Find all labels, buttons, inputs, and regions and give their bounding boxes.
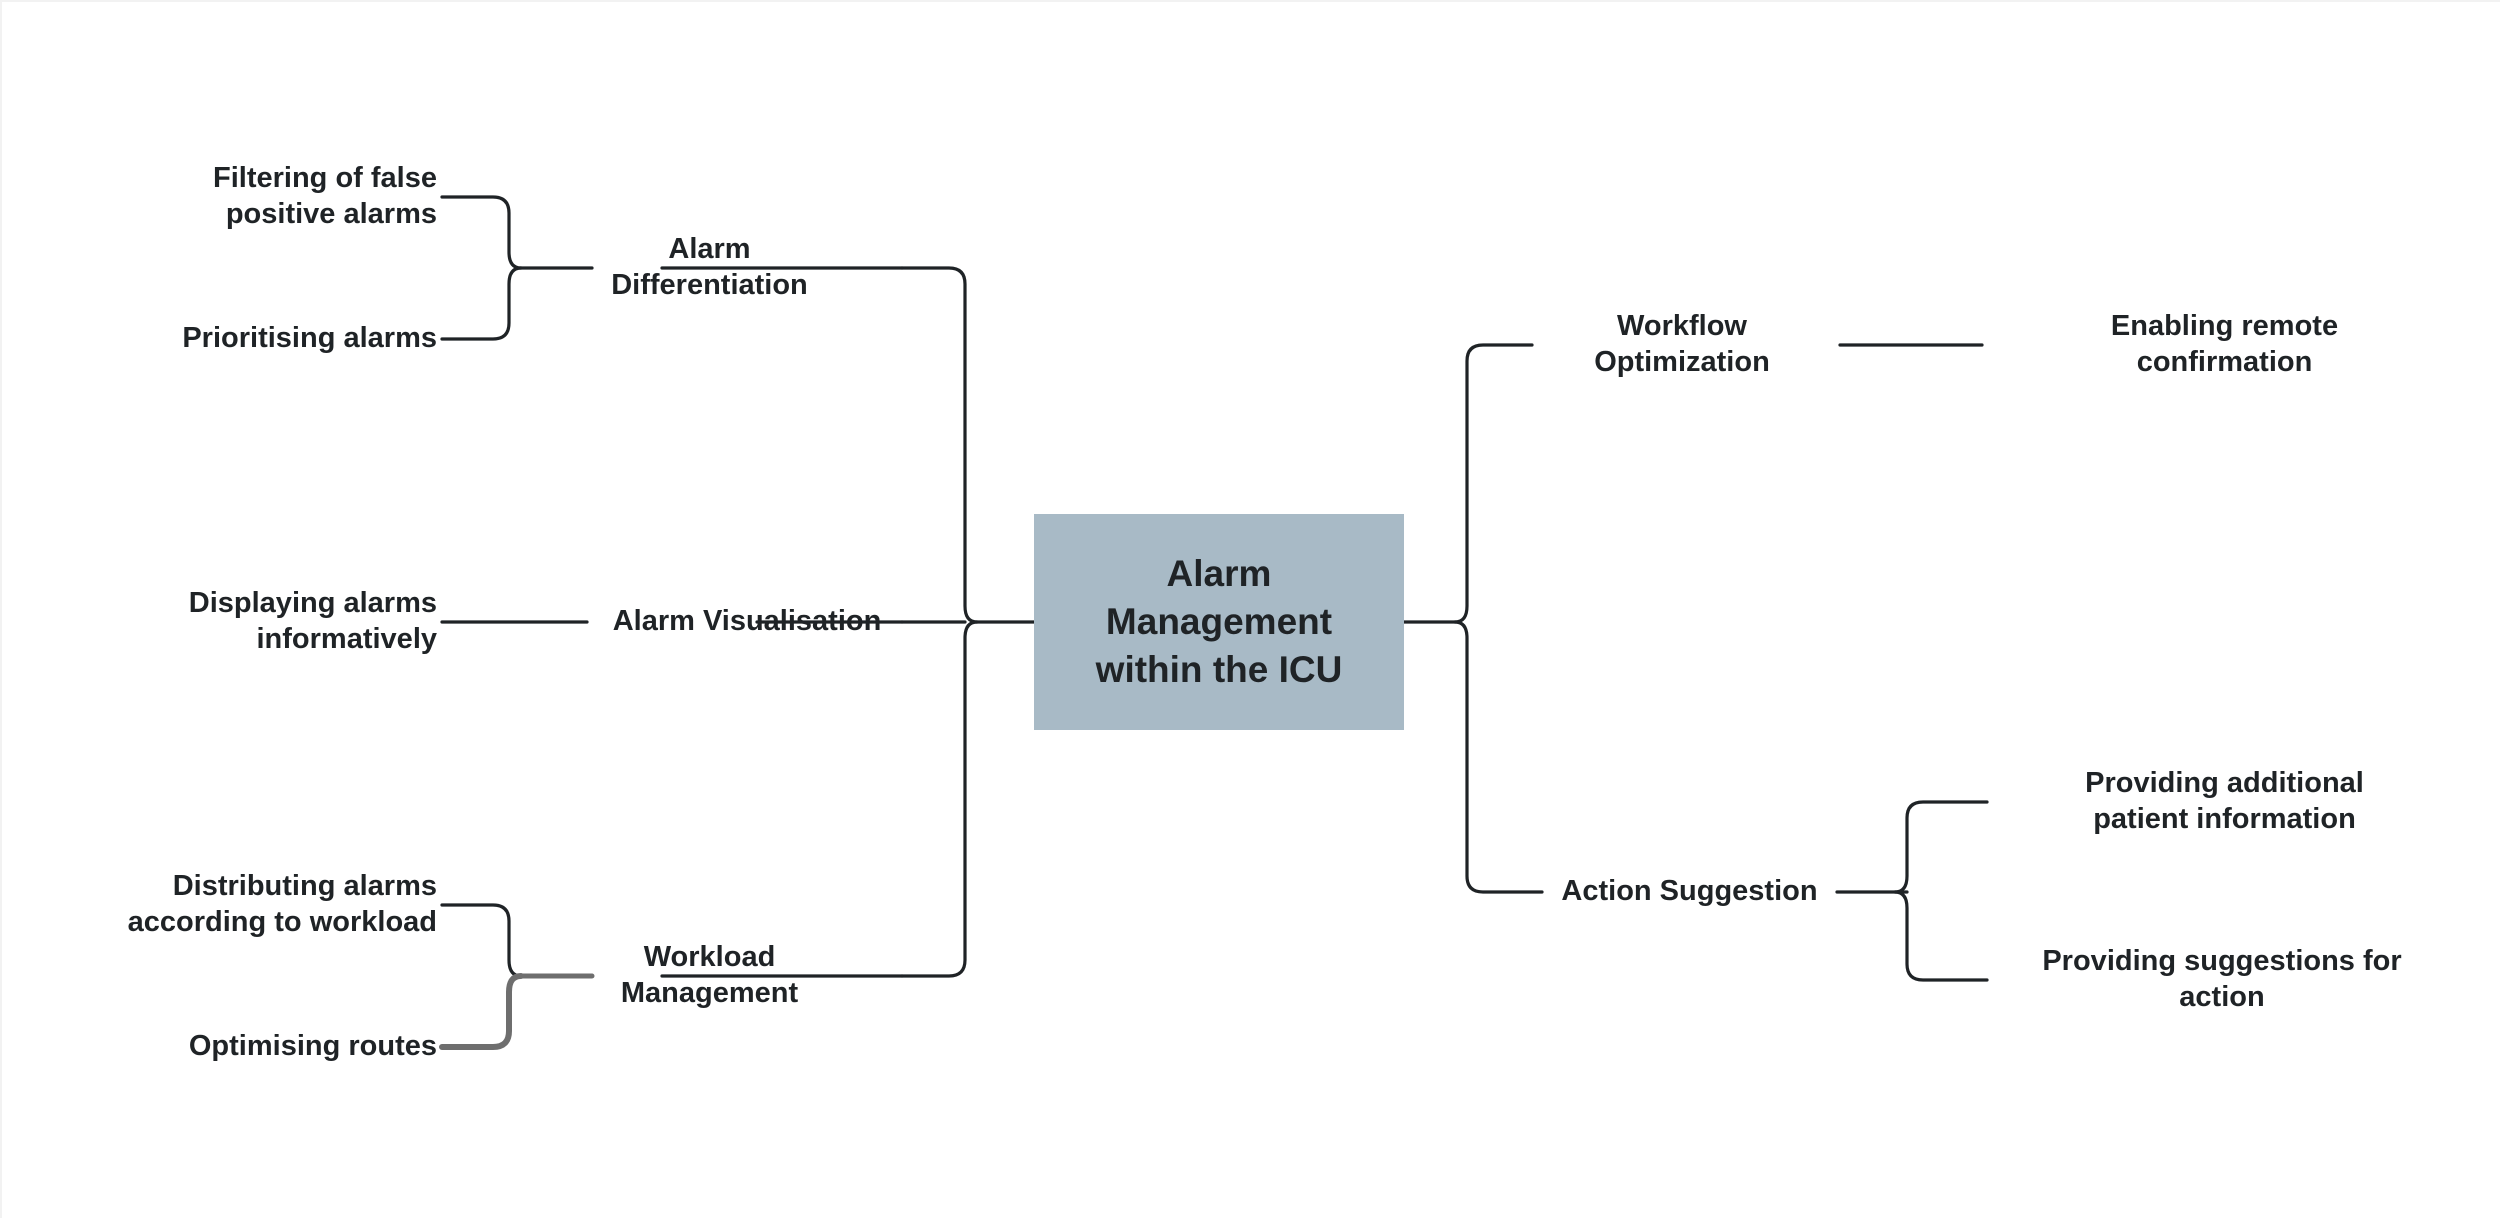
branch-alarm-differentiation[interactable]: Alarm Differentiation: [611, 233, 808, 301]
leaf-optimising-routes[interactable]: Optimising routes: [188, 1030, 437, 1063]
leaf-prioritising-alarms[interactable]: Prioritising alarms: [182, 322, 437, 355]
bracket-alarm-differentiation-bottom: [440, 266, 523, 341]
branch-workflow-optimization[interactable]: Workflow Optimization: [1594, 310, 1770, 378]
trunk-left-upper: [900, 266, 979, 624]
bracket-workload-top: [440, 903, 523, 978]
center-node[interactable]: Alarm Management within the ICU: [1034, 514, 1404, 730]
leaf-displaying-alarms-informatively[interactable]: Displaying alarms informatively: [188, 587, 437, 655]
bracket-action-top: [1893, 800, 1989, 894]
leaf-filtering-false-positives[interactable]: Filtering of false positive alarms: [213, 162, 437, 230]
trunk-right-lower: [1453, 620, 1544, 894]
branch-alarm-visualisation[interactable]: Alarm Visualisation: [612, 605, 882, 638]
trunk-right-upper: [1453, 343, 1534, 624]
leaf-providing-suggestions-for-action[interactable]: Providing suggestions for action: [2042, 945, 2402, 1013]
leaf-distributing-alarms-workload[interactable]: Distributing alarms according to workloa…: [127, 870, 437, 938]
bracket-action-bottom: [1893, 890, 1989, 982]
leaf-providing-additional-patient-information[interactable]: Providing additional patient information: [2085, 767, 2364, 835]
trunk-left-lower: [900, 620, 979, 978]
branch-action-suggestion[interactable]: Action Suggestion: [1561, 875, 1818, 908]
bracket-alarm-differentiation-top: [440, 195, 523, 270]
branch-workload-management[interactable]: Workload Management: [620, 941, 799, 1009]
bracket-workload-bottom: [439, 973, 524, 1050]
leaf-enabling-remote-confirmation[interactable]: Enabling remote confirmation: [2110, 310, 2339, 378]
